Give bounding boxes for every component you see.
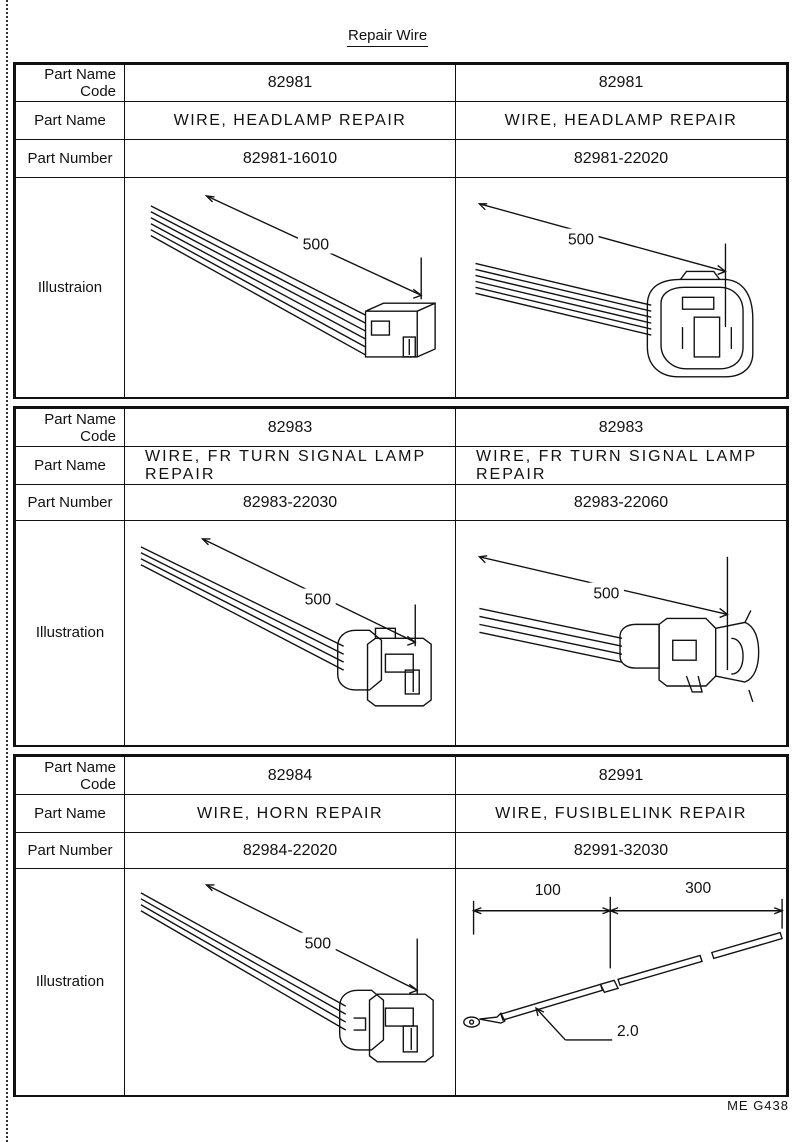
fusible-link-icon: 100 300 2.0 <box>463 880 785 1041</box>
illustration-cell: 100 300 2.0 <box>455 868 787 1096</box>
part-name-cell: WIRE, HORN REPAIR <box>124 794 456 833</box>
part-code-cell: 82983 <box>455 408 787 447</box>
part-number-cell: 82983-22060 <box>455 484 787 521</box>
illustration-cell: 500 <box>455 520 787 746</box>
gauge-label: 2.0 <box>617 1023 639 1040</box>
label-illustration: Illustraion <box>15 177 125 398</box>
dimension-label: 300 <box>685 880 711 897</box>
part-number-cell: 82983-22030 <box>124 484 456 521</box>
part-name-cell: WIRE, HEADLAMP REPAIR <box>455 101 787 140</box>
length-label: 500 <box>305 591 332 608</box>
label-part-name: Part Name <box>15 794 125 833</box>
part-number-cell: 82991-32030 <box>455 832 787 869</box>
square-connector-icon: 500 <box>140 884 434 1063</box>
part-number-cell: 82984-22020 <box>124 832 456 869</box>
illustration-cell: 500 <box>124 520 456 746</box>
part-number-cell: 82981-16010 <box>124 139 456 178</box>
label-part-name: Part Name <box>15 101 125 140</box>
square-connector-icon: 500 <box>140 538 432 707</box>
part-code-cell: 82983 <box>124 408 456 447</box>
length-label: 500 <box>303 237 330 254</box>
part-number-cell: 82981-22020 <box>455 139 787 178</box>
label-illustration: Illustration <box>15 868 125 1096</box>
part-name-cell: WIRE, HEADLAMP REPAIR <box>124 101 456 140</box>
part-code-cell: 82981 <box>455 64 787 102</box>
page-code: ME G438 <box>727 1098 789 1113</box>
length-label: 500 <box>593 585 619 602</box>
length-label: 500 <box>568 231 594 248</box>
bayonet-connector-icon: 500 <box>477 555 760 703</box>
page-title: Repair Wire <box>347 28 429 47</box>
label-part-name: Part Name <box>15 446 125 485</box>
part-code-cell: 82991 <box>455 756 787 795</box>
illustration-cell: 500 <box>455 177 787 398</box>
label-part-number: Part Number <box>15 832 125 869</box>
illustration-cell: 500 <box>124 868 456 1096</box>
label-part-number: Part Number <box>15 139 125 178</box>
length-label: 500 <box>305 936 332 953</box>
part-code-cell: 82981 <box>124 64 456 102</box>
two-pin-connector-icon: 500 <box>150 194 436 358</box>
label-illustration: Illustration <box>15 520 125 746</box>
label-part-number: Part Number <box>15 484 125 521</box>
dimension-label: 100 <box>535 882 561 899</box>
illustration-cell: 500 <box>124 177 456 398</box>
part-name-cell: WIRE, FUSIBLELINK REPAIR <box>455 794 787 833</box>
part-code-cell: 82984 <box>124 756 456 795</box>
binding-edge <box>0 0 8 1142</box>
round-connector-icon: 500 <box>475 203 754 378</box>
